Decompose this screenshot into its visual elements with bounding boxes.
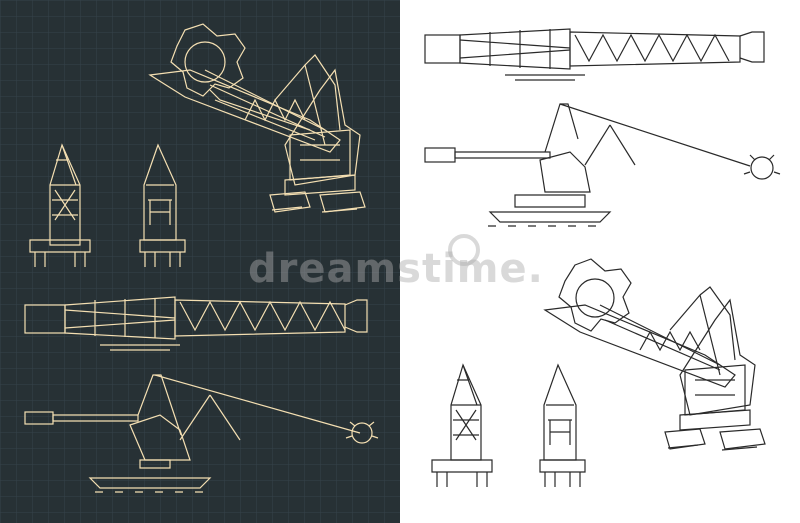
- light-drawings: [424, 28, 781, 487]
- front-view-1-dark: [29, 143, 91, 267]
- side-elevation-light: [424, 103, 781, 227]
- plan-view-light: [424, 28, 765, 81]
- excavator-iso-view-light: [543, 258, 766, 451]
- front-view-2-dark: [139, 143, 186, 267]
- front-view-2-light: [539, 363, 586, 487]
- dark-grid: [0, 0, 400, 523]
- watermark-icon: [448, 234, 480, 266]
- dark-drawings: [24, 23, 379, 493]
- watermark-text: dreamstime.: [248, 246, 544, 292]
- plan-view-dark: [24, 296, 368, 351]
- excavator-iso-view-dark: [148, 23, 366, 213]
- front-view-1-light: [431, 363, 493, 487]
- side-elevation-dark: [24, 374, 379, 493]
